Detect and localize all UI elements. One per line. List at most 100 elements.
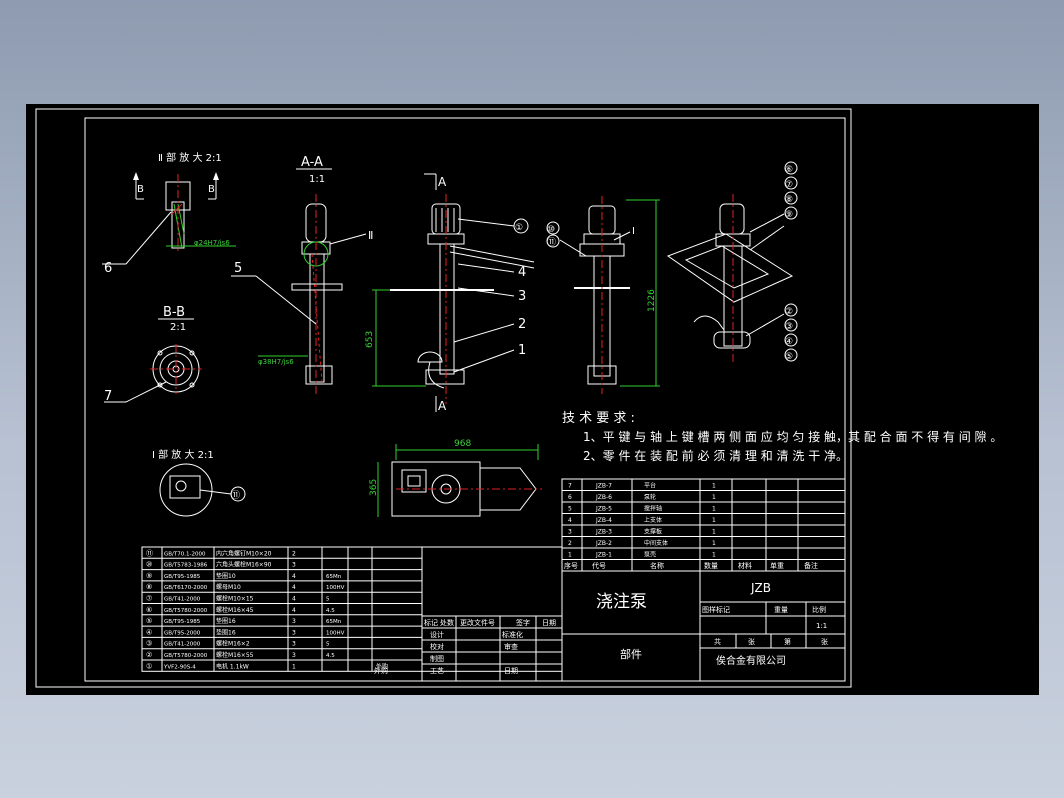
label-change-doc: 更改文件号 [460,618,495,627]
bom-left-row-code: GB/T41-2000 [164,642,201,648]
bom-left-row-name: 螺母M10 [216,583,241,591]
bom-right-row-no: 7 [568,483,572,490]
dim-968: 968 [454,439,471,449]
label-marks: 标记 [424,618,438,627]
balloon-6-iso: ⑥ [785,165,793,175]
bom-left-row-qty: 3 [292,629,296,636]
bom-left-row-code: GB/T6170-2000 [164,585,208,591]
bom-left-row-material: 5 [326,597,330,603]
tech-req-item-2: 2、零 件 在 装 配 前 必 须 清 理 和 清 洗 干 净。 [583,448,848,463]
front-view: A A 653 ① 4 3 2 1 [365,173,535,413]
bom-right-row-no: 1 [568,552,572,559]
bom-left-row-material: 5 [326,642,330,648]
cad-viewport[interactable]: Ⅱ 部 放 大 2:1 B B φ24H7/js6 6 A-A 1:1 Ⅱ φ3… [26,104,1039,695]
label-total: 共 [714,637,721,646]
balloon-1: 1 [518,343,526,358]
label-designer: 设计 [430,630,444,639]
isometric-view: ⑥ ⑦ ⑧ ⑨ ② ③ ④ ⑤ [666,161,798,364]
cut-label-a-top: A [438,175,447,189]
bom-right-row-no: 5 [568,506,572,513]
bom-left-row-qty: 3 [292,618,296,625]
bom-left-row-name: 内六角螺钉M10×20 [216,549,272,557]
side-view: 1226 ⑩ ⑪ Ⅰ [546,196,660,394]
label-outsourced: 外购 [374,666,388,675]
bom-right-row-no: 6 [568,494,572,501]
label-sheet: 张 [821,637,828,646]
top-view: 968 365 [369,439,542,517]
label-date: 日期 [542,619,556,627]
cut-label-b-left: B [137,184,144,195]
bom-left-row-material: 65Mn [326,619,342,625]
bom-right-row-qty: 1 [712,529,716,536]
label-standardize: 标准化 [502,630,523,639]
bom-left-row-qty: 3 [292,641,296,648]
balloon-4-iso: ④ [785,337,793,347]
bom-left-row-material: 4.5 [326,653,335,659]
roman-i: Ⅰ [632,226,635,237]
label-checker: 校对 [430,642,444,651]
bom-right-row-qty: 1 [712,483,716,490]
balloon-5: 5 [234,261,242,276]
section-aa-scale: 1:1 [309,174,325,185]
bom-right-row-code: JZB-5 [595,506,612,513]
roman-ii: Ⅱ [368,229,373,242]
bom-left-row-name: 螺栓M16×45 [216,606,254,614]
label-sign: 签字 [516,618,530,627]
bom-left-row-no: ⑦ [146,595,152,603]
bom-left-row-code: GB/T95-1985 [164,619,201,625]
section-bb-scale: 2:1 [170,322,186,333]
bom-right-row-qty: 1 [712,517,716,524]
bom-left-row-name: 螺栓M16×2 [216,640,250,648]
bom-left-row-no: ⑩ [146,561,152,569]
bom-right-row-code: JZB-6 [595,494,612,501]
label-mark: 图样标记 [702,605,730,614]
balloon-3: 3 [518,289,526,304]
label-page: 第 [784,637,791,646]
bom-right-header: 代号 [592,561,606,570]
dim-1226: 1226 [647,289,657,312]
bom-right-row-name: 平台 [644,482,656,490]
section-aa-view: A-A 1:1 Ⅱ φ38H7/js6 5 [231,155,373,394]
bom-left-row-code: GB/T95-2000 [164,630,201,636]
detail-i-view: Ⅰ 部 放 大 2:1 ⑪ [152,448,246,517]
bom-right-row-name: 上支体 [644,516,662,524]
bom-left-row-no: ⑤ [146,617,152,625]
bom-right-row-no: 4 [568,517,572,524]
bom-left-row-name: 螺栓M16×55 [216,651,254,659]
balloon-2: 2 [518,317,526,332]
section-bb-view: B-B 2:1 7 [104,305,202,404]
bom-left-row-material: 65Mn [326,574,342,580]
scale-value: 1:1 [816,622,827,630]
bom-left-row-qty: 4 [292,573,296,580]
bom-left-row-name: 垫圈16 [216,628,236,636]
title-block: 浇注泵 JZB 部件 俟合金有限公司 图样标记 重量 比例 1:1 共 张 第 … [374,570,846,682]
bom-left-row-material: 100HV [326,630,345,636]
bom-right-header: 数量 [704,561,718,570]
bom-right-row-name: 泵壳 [644,551,656,559]
bom-left-row-no: ② [146,651,152,659]
bom-left-row-qty: 2 [292,550,296,557]
bom-left-row-qty: 4 [292,596,296,603]
balloon-5-iso: ⑤ [785,352,793,362]
bom-left-row-code: GB/T5783-1986 [164,563,208,569]
detail-ii-label: Ⅱ 部 放 大 2:1 [158,151,222,164]
cut-label-a-bottom: A [438,399,447,413]
bom-left-row-name: 六角头螺栓M16×90 [216,561,272,569]
bom-right-row-code: JZB-4 [595,517,612,524]
label-sheets: 张 [748,637,755,646]
balloon-11-detail: ⑪ [231,490,240,501]
dim-365: 365 [369,479,379,496]
bom-left-row-no: ④ [146,628,152,636]
tech-req-item-1: 1、平 键 与 轴 上 键 槽 两 侧 面 应 均 匀 接 触，其 配 合 面 … [583,429,1002,444]
bom-right-row-code: JZB-7 [595,483,612,490]
detail-ii-view: Ⅱ 部 放 大 2:1 B B φ24H7/js6 6 [102,151,236,276]
bom-left-row-no: ⑧ [146,583,152,591]
bom-right-row-name: 支撑板 [644,528,662,536]
bom-left-row-note: 外购 [376,662,388,670]
bom-left-row-no: ③ [146,640,152,648]
bom-left-row-code: YVF2-90S-4 [163,664,196,670]
bom-right-header: 材料 [738,561,752,570]
balloon-10: ⑩ [547,225,555,235]
bom-left-row-code: GB/T5780-2000 [164,653,208,659]
